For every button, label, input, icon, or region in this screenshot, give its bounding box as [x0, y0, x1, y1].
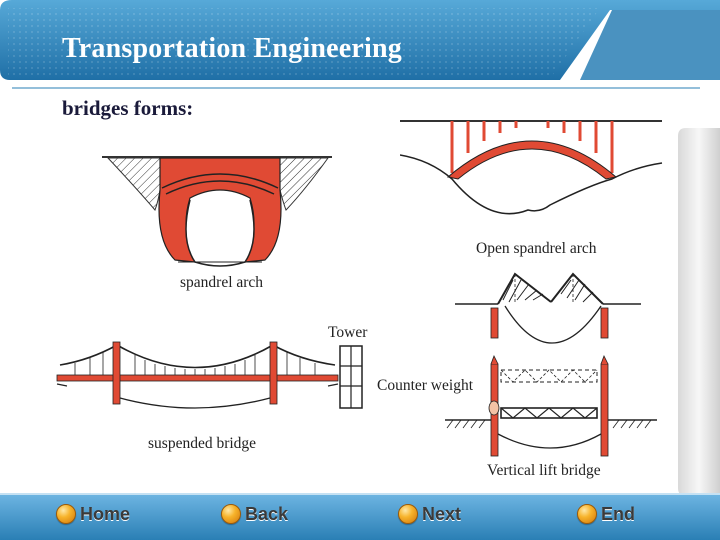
page-title: Transportation Engineering: [62, 33, 402, 64]
back-button[interactable]: Back: [221, 500, 288, 528]
end-orb-icon: [577, 504, 597, 524]
label-tower: Tower: [328, 324, 368, 341]
header-band: [0, 0, 720, 92]
next-orb-icon: [398, 504, 418, 524]
label-counter-weight: Counter weight: [377, 377, 473, 394]
spandrel-arch-figure: [102, 156, 332, 267]
home-button[interactable]: Home: [56, 500, 130, 528]
back-label: Back: [245, 503, 289, 524]
caption-open-spandrel-arch: Open spandrel arch: [476, 240, 597, 257]
next-button[interactable]: Next: [398, 500, 461, 528]
open-spandrel-arch-figure: [400, 120, 663, 215]
vertical-lift-bridge-figure: [445, 272, 657, 457]
suspended-bridge-figure: [56, 341, 339, 409]
home-label: Home: [80, 503, 131, 524]
caption-spandrel-arch: spandrel arch: [180, 274, 264, 291]
back-orb-icon: [221, 504, 241, 524]
caption-vertical-lift-bridge: Vertical lift bridge: [487, 462, 601, 479]
end-button[interactable]: End: [577, 500, 635, 528]
home-orb-icon: [56, 504, 76, 524]
tower-icon: [339, 345, 363, 409]
caption-suspended-bridge: suspended bridge: [148, 435, 257, 452]
end-label: End: [601, 503, 635, 524]
side-tab: [678, 128, 720, 496]
next-label: Next: [422, 503, 462, 524]
nav-bar: [0, 493, 720, 540]
slide-subtitle: bridges forms:: [62, 96, 194, 120]
